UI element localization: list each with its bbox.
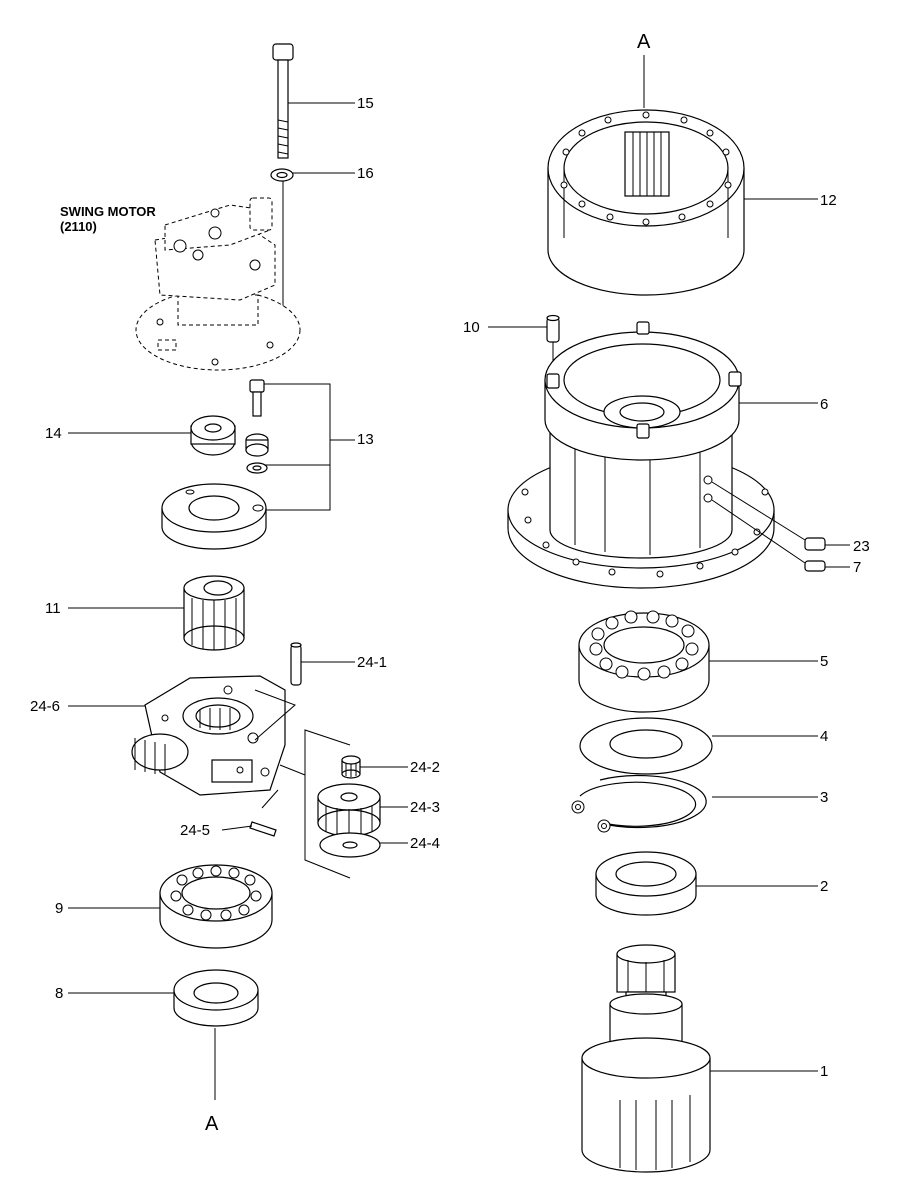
part-24-1-pin (290, 642, 355, 686)
label-3: 3 (820, 789, 828, 806)
part-13-gear-group (245, 379, 355, 511)
label-9: 9 (55, 900, 63, 917)
label-24-2: 24-2 (410, 759, 440, 776)
label-10: 10 (463, 319, 480, 336)
part-7-plug (711, 499, 850, 572)
part-24-4-thrust-washer (304, 775, 408, 879)
label-4: 4 (820, 728, 828, 745)
part-1-pinion-shaft (581, 944, 818, 1173)
part-15-bolt (272, 43, 355, 159)
label-5: 5 (820, 653, 828, 670)
part-5-bearing (578, 610, 818, 713)
label-24-3: 24-3 (410, 799, 440, 816)
part-3-snap-ring (571, 774, 818, 833)
label-24-1: 24-1 (357, 654, 387, 671)
reference-a-bottom: A (205, 1113, 219, 1135)
part-24-5-pin (221, 789, 279, 837)
part-12-ring-gear (547, 109, 818, 296)
label-2: 2 (820, 878, 828, 895)
part-14-gear (68, 415, 236, 456)
label-12: 12 (820, 192, 837, 209)
reference-a-top: A (637, 31, 651, 53)
label-24-4: 24-4 (410, 835, 440, 852)
swing-motor-label: SWING MOTOR (60, 204, 156, 219)
part-11-sun-gear (68, 575, 245, 651)
label-14: 14 (45, 425, 62, 442)
label-24-6: 24-6 (30, 698, 60, 715)
swing-motor-outline (135, 197, 301, 371)
label-7: 7 (853, 559, 861, 576)
label-24-5: 24-5 (180, 822, 210, 839)
part-24-3-planet-gear (317, 783, 408, 837)
label-11: 11 (45, 600, 61, 617)
part-6-housing (507, 321, 818, 589)
label-16: 16 (357, 165, 374, 182)
part-24-2-needle-bearing (341, 755, 408, 779)
label-13: 13 (357, 431, 374, 448)
label-8: 8 (55, 985, 63, 1002)
part-4-shim (579, 717, 818, 775)
label-15: 15 (357, 95, 374, 112)
label-6: 6 (820, 396, 828, 413)
swing-motor-code: (2110) (60, 219, 97, 234)
thrust-plate (161, 483, 267, 550)
part-24-6-carrier (68, 675, 351, 796)
part-9-bearing (68, 864, 273, 949)
label-23: 23 (853, 538, 870, 555)
label-1: 1 (820, 1063, 828, 1080)
part-8-collar (68, 969, 259, 1100)
part-23-plug (711, 481, 850, 551)
part-2-collar (595, 851, 818, 916)
